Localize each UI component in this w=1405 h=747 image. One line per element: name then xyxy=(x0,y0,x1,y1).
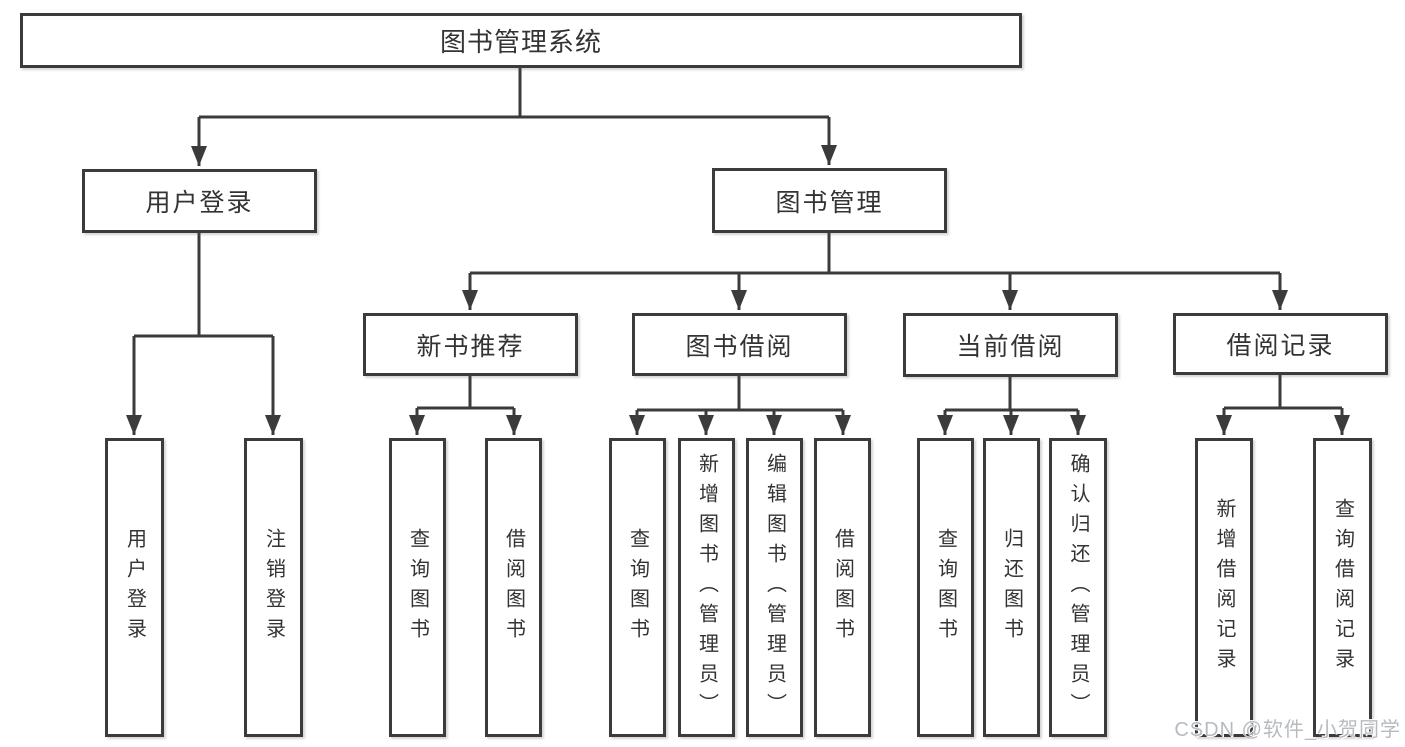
leaf-label: 新增图书（管理员） xyxy=(695,452,718,723)
leaf-label: 注销登录 xyxy=(262,527,285,648)
branch-rails xyxy=(134,68,1342,412)
node-user-login: 用户登录 xyxy=(82,169,317,233)
leaf-add-borrow-record: 新增借阅记录 xyxy=(1195,438,1253,737)
leaf-confirm-return-admin: 确认归还（管理员） xyxy=(1049,438,1107,737)
node-book-management: 图书管理 xyxy=(712,168,947,233)
leaf-query-books-1: 查询图书 xyxy=(389,438,446,737)
leaf-logout: 注销登录 xyxy=(244,438,303,737)
leaf-label: 编辑图书（管理员） xyxy=(763,452,786,723)
node-current-borrow: 当前借阅 xyxy=(903,313,1118,377)
node-new-book-recommend: 新书推荐 xyxy=(363,313,578,376)
node-book-borrow: 图书借阅 xyxy=(632,313,847,376)
leaf-borrow-books-2: 借阅图书 xyxy=(814,438,871,737)
leaf-label: 借阅图书 xyxy=(502,527,525,648)
leaf-label: 查询图书 xyxy=(626,527,649,648)
leaf-label: 归还图书 xyxy=(1000,527,1023,648)
leaf-add-book-admin: 新增图书（管理员） xyxy=(678,438,735,737)
leaf-label: 借阅图书 xyxy=(831,527,854,648)
leaf-label: 查询图书 xyxy=(406,527,429,648)
csdn-watermark: CSDN @软件_小贺同学 xyxy=(1174,719,1401,741)
leaf-borrow-books-1: 借阅图书 xyxy=(485,438,542,737)
leaf-query-books-3: 查询图书 xyxy=(917,438,974,737)
leaf-return-books: 归还图书 xyxy=(983,438,1040,737)
node-borrow-records: 借阅记录 xyxy=(1173,313,1388,375)
leaf-query-borrow-record: 查询借阅记录 xyxy=(1313,438,1372,737)
leaf-edit-book-admin: 编辑图书（管理员） xyxy=(746,438,803,737)
node-library-system: 图书管理系统 xyxy=(20,13,1022,68)
leaf-user-login: 用户登录 xyxy=(105,438,164,737)
leaf-label: 用户登录 xyxy=(123,527,146,648)
leaf-label: 确认归还（管理员） xyxy=(1067,452,1089,723)
leaf-label: 查询图书 xyxy=(934,527,957,648)
leaf-label: 新增借阅记录 xyxy=(1213,497,1235,678)
leaf-label: 查询借阅记录 xyxy=(1331,497,1354,678)
leaf-query-books-2: 查询图书 xyxy=(609,438,666,737)
